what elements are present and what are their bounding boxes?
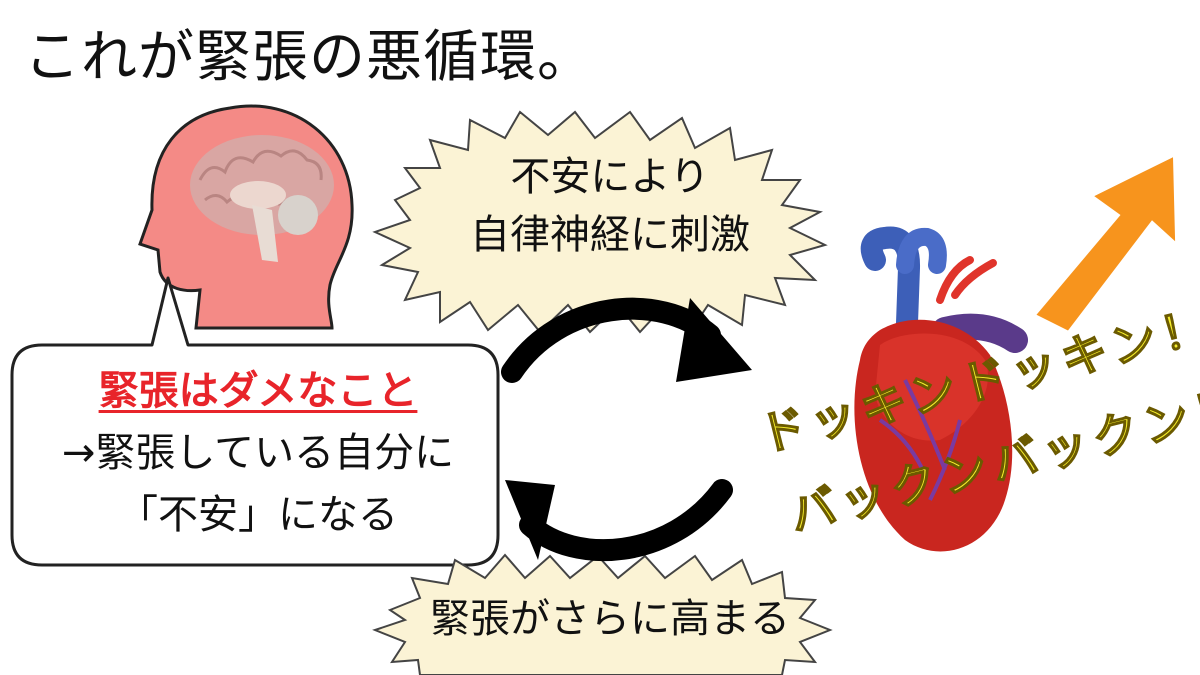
burst-top-line2: 自律神経に刺激 [470,212,750,258]
heart-icon [854,226,1028,552]
orange-up-arrow-icon [1036,157,1176,331]
burst-top [372,110,828,334]
burst-top-text: 不安により 自律神経に刺激 [430,148,790,264]
burst-bottom-text: 緊張がさらに高まる [430,596,790,642]
speech-bubble [10,276,500,567]
note-line1: →緊張している自分に [61,430,455,476]
note-line2: 「不安」になる [118,492,398,538]
burst-bottom [372,553,833,675]
burst-top-line1: 不安により [510,154,710,200]
note-title: 緊張はダメなこと [98,368,418,414]
brain-icon [190,135,334,262]
page-title: これが緊張の悪循環。 [24,25,594,90]
cycle-arrow-bottom-icon [505,479,733,561]
note-text: 緊張はダメなこと →緊張している自分に 「不安」になる [18,360,498,546]
cycle-arrow-top-icon [501,297,752,383]
